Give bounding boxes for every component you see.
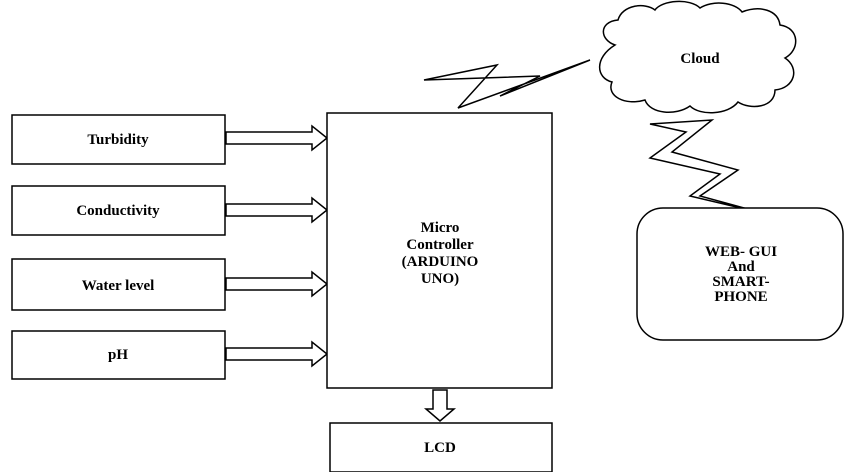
lcd-label: LCD (424, 440, 456, 456)
controller-line: Controller (406, 237, 474, 253)
microcontroller-block: Micro Controller (ARDUINO UNO) (326, 112, 553, 389)
sensor-conductivity: Conductivity (11, 185, 226, 236)
arrow-controller-to-lcd (423, 389, 457, 422)
sensor-label: pH (108, 347, 128, 363)
client-line: PHONE (714, 289, 767, 305)
web-gui-smartphone-block: WEB- GUI And SMART- PHONE (636, 207, 844, 341)
sensor-turbidity: Turbidity (11, 114, 226, 165)
client-line: SMART- (712, 274, 769, 290)
controller-line: (ARDUINO (402, 254, 479, 270)
lcd-block: LCD (329, 422, 553, 472)
controller-line: Micro (421, 220, 460, 236)
sensor-label: Conductivity (76, 203, 160, 219)
arrow-water-level-to-controller (225, 270, 329, 298)
lightning-bolt-upper (423, 59, 591, 109)
client-line: And (727, 259, 755, 275)
controller-line: UNO) (421, 271, 459, 287)
arrow-conductivity-to-controller (225, 196, 329, 224)
arrow-ph-to-controller (225, 340, 329, 368)
client-line: WEB- GUI (705, 244, 777, 260)
sensor-label: Turbidity (87, 132, 149, 148)
sensor-label: Water level (82, 278, 155, 294)
cloud-label: Cloud (680, 51, 720, 67)
lightning-bolt-lower (648, 119, 767, 215)
sensor-water-level: Water level (11, 258, 226, 311)
arrow-turbidity-to-controller (225, 124, 329, 152)
sensor-ph: pH (11, 330, 226, 380)
cloud-shape: Cloud (598, 0, 797, 114)
